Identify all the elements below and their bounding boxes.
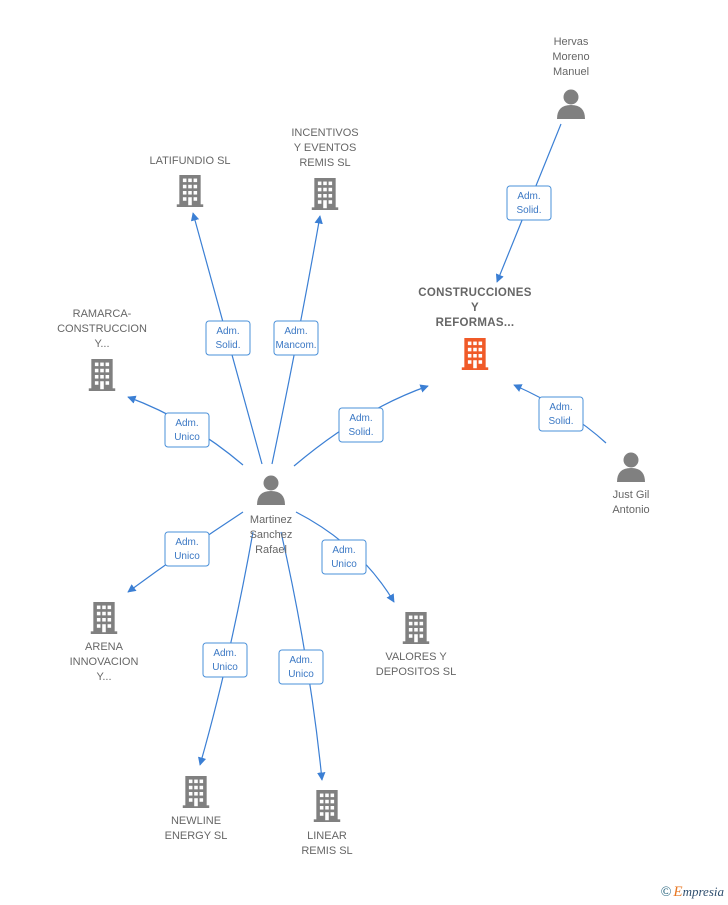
edge-mart-ramarca: Adm. Unico xyxy=(127,395,244,466)
node-valores[interactable]: VALORES Y DEPOSITOS SL xyxy=(376,612,457,678)
person-icon xyxy=(257,475,285,505)
node-label: INCENTIVOS xyxy=(291,127,358,139)
node-label: Y EVENTOS xyxy=(294,142,357,154)
node-label: REMIS SL xyxy=(301,845,352,857)
edge-label-box xyxy=(321,539,367,575)
edge-mart-arena: Adm. Unico xyxy=(127,511,244,593)
node-label: NEWLINE xyxy=(171,815,221,827)
edge-justgil-constr: Adm. Solid. xyxy=(513,384,607,444)
node-label: Sanchez xyxy=(250,529,293,541)
edge-label-text: Unico xyxy=(288,669,314,680)
edge-label-box xyxy=(278,649,324,685)
edge-label-box xyxy=(164,412,210,448)
edge-hervas-constr: Adm. Solid. xyxy=(495,123,562,283)
edge-label-box xyxy=(273,320,319,356)
node-linear[interactable]: LINEAR REMIS SL xyxy=(301,790,353,857)
edge-label-text: Mancom. xyxy=(275,340,316,351)
brand-rest: mpresia xyxy=(682,884,724,899)
edge-label-box xyxy=(506,185,552,221)
node-label: Y... xyxy=(94,338,109,350)
edge-mart-incent: Adm. Mancom. xyxy=(271,215,323,465)
edge-label-text: Solid. xyxy=(215,340,240,351)
edge-mart-valores: Adm. Unico xyxy=(295,511,395,603)
edge-label-box xyxy=(164,531,210,567)
node-label: Moreno xyxy=(552,51,589,63)
node-construcciones[interactable]: CONSTRUCCIONES Y REFORMAS... xyxy=(418,287,531,370)
node-label: REFORMAS... xyxy=(436,317,515,329)
node-label: VALORES Y xyxy=(385,651,447,663)
building-icon xyxy=(402,612,430,644)
edge-label-text: Unico xyxy=(331,559,357,570)
copyright-symbol: © xyxy=(660,885,672,900)
building-icon xyxy=(311,178,339,210)
edge-label-text: Adm. xyxy=(549,402,572,413)
edge-label-text: Unico xyxy=(212,662,238,673)
node-label: Martinez xyxy=(250,514,292,526)
node-label: CONSTRUCCIONES xyxy=(418,287,531,299)
edge-label-text: Adm. xyxy=(213,648,236,659)
building-icon xyxy=(461,338,489,370)
edge-label-text: Solid. xyxy=(548,416,573,427)
node-label: LINEAR xyxy=(307,830,347,842)
node-label: RAMARCA- xyxy=(73,308,132,320)
node-label: INNOVACION xyxy=(70,656,139,668)
edge-label-text: Adm. xyxy=(349,413,372,424)
edge-label-text: Solid. xyxy=(348,427,373,438)
node-label: Manuel xyxy=(553,66,589,78)
edge-label-text: Unico xyxy=(174,432,200,443)
node-newline[interactable]: NEWLINE ENERGY SL xyxy=(165,776,228,842)
edge-label-text: Adm. xyxy=(517,191,540,202)
edge-label-text: Adm. xyxy=(289,655,312,666)
edge-mart-latif: Adm. Solid. xyxy=(190,212,263,465)
node-label: Y... xyxy=(96,671,111,683)
edge-label-box xyxy=(202,642,248,678)
building-icon xyxy=(176,175,204,207)
edge-label-text: Adm. xyxy=(332,545,355,556)
node-label: CONSTRUCCION xyxy=(57,323,147,335)
edge-mart-constr: Adm. Solid. xyxy=(293,384,429,467)
edges-layer: Adm. Solid. Adm. Solid. Adm. Solid. Adm. Solid.… xyxy=(127,123,607,781)
edge-label-box xyxy=(538,396,584,432)
edge-label-text: Adm. xyxy=(175,418,198,429)
node-incentivos[interactable]: INCENTIVOS Y EVENTOS REMIS SL xyxy=(291,127,359,210)
building-icon xyxy=(182,776,210,808)
empresia-watermark: ©Empresia xyxy=(661,884,724,901)
edge-label-text: Solid. xyxy=(516,205,541,216)
edge-label-text: Adm. xyxy=(216,326,239,337)
edge-label-box xyxy=(338,407,384,443)
node-label: DEPOSITOS SL xyxy=(376,666,457,678)
node-label: Y xyxy=(471,302,479,314)
building-icon xyxy=(313,790,341,822)
edge-label-text: Unico xyxy=(174,551,200,562)
node-label: ENERGY SL xyxy=(165,830,228,842)
person-icon xyxy=(617,452,645,482)
edge-label-text: Adm. xyxy=(284,326,307,337)
node-label: Hervas xyxy=(554,36,589,48)
node-arena[interactable]: ARENA INNOVACION Y... xyxy=(70,602,139,683)
building-icon xyxy=(88,359,116,391)
node-label: ARENA xyxy=(85,641,124,653)
node-label: Antonio xyxy=(612,504,649,516)
edge-label-box xyxy=(205,320,251,356)
node-label: REMIS SL xyxy=(299,157,350,169)
person-icon xyxy=(557,89,585,119)
node-label: Rafael xyxy=(255,544,287,556)
brand-initial: E xyxy=(673,884,683,900)
node-ramarca[interactable]: RAMARCA- CONSTRUCCION Y... xyxy=(57,308,147,391)
node-label: LATIFUNDIO SL xyxy=(149,155,230,167)
node-latifundio[interactable]: LATIFUNDIO SL xyxy=(149,155,231,207)
edge-mart-newline: Adm. Unico xyxy=(198,531,254,766)
edge-label-text: Adm. xyxy=(175,537,198,548)
building-icon xyxy=(90,602,118,634)
node-label: Just Gil xyxy=(613,489,650,501)
edge-mart-linear: Adm. Unico xyxy=(278,531,326,781)
